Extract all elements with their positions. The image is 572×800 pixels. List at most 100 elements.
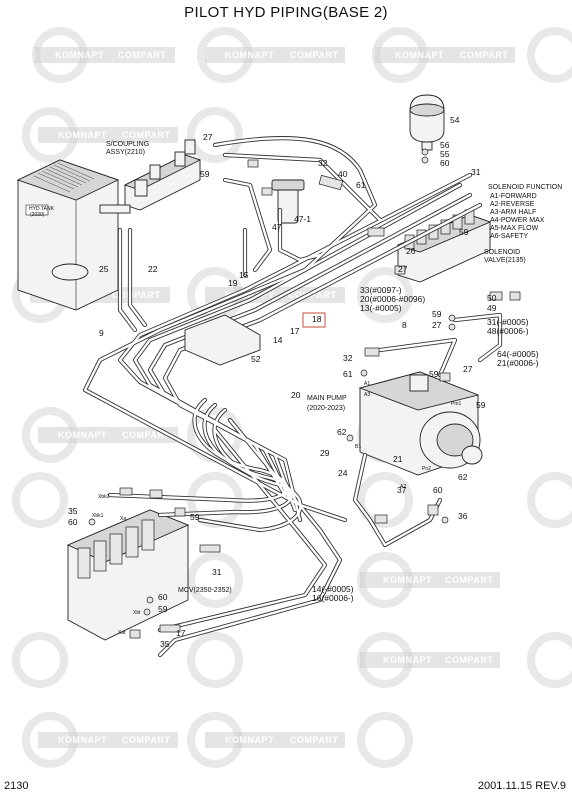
part-number: 59 xyxy=(432,309,442,319)
part-number: 49 xyxy=(487,303,497,313)
svg-text:KOMNAPT: KOMNAPT xyxy=(58,130,107,140)
svg-text:(2030): (2030) xyxy=(30,212,45,218)
ref-label: 33(#0097-) xyxy=(360,285,402,295)
part-number: 59 xyxy=(459,227,469,237)
callout-18 xyxy=(302,312,326,328)
part-number: 25 xyxy=(99,264,109,274)
mcv-label: MCV(2350-2352) xyxy=(178,587,232,594)
part-number: 22 xyxy=(148,264,158,274)
part-number: 56 xyxy=(440,140,450,150)
part-number: 62 xyxy=(458,472,468,482)
accumulator xyxy=(409,94,445,151)
hyd-tank: HYD.TANK (2030) xyxy=(16,159,120,311)
ref-label: 31(-#0005) xyxy=(487,317,529,327)
svg-text:KOMNAPT: KOMNAPT xyxy=(383,655,432,665)
part-number: 60 xyxy=(158,592,168,602)
svg-text:KOMNAPT: KOMNAPT xyxy=(58,735,107,745)
pump-port-label: A1 xyxy=(364,381,370,387)
solenoid-valve-label: VALVE(2135) xyxy=(484,257,526,264)
mcv-port-label: Xbk2 xyxy=(98,494,110,500)
part-number-labels: 54 56 55 60 27 59 32 40 61 47 47-1 31 59… xyxy=(68,115,497,649)
svg-text:KOMNAPT: KOMNAPT xyxy=(55,50,104,60)
s-coupling-label: S/COUPLING xyxy=(106,141,149,148)
solenoid-function-item: A1-FORWARD xyxy=(490,193,537,200)
part-number: 59 xyxy=(476,400,486,410)
ref-label: 48(#0006-) xyxy=(487,326,529,336)
part-number: 20 xyxy=(291,390,301,400)
solenoid-function-item: A4-POWER MAX xyxy=(490,217,545,224)
svg-text:KOMNAPT: KOMNAPT xyxy=(383,575,432,585)
date-revision: 2001.11.15 REV.9 xyxy=(477,780,566,792)
part-number: 8 xyxy=(402,320,407,330)
part-number: 31 xyxy=(212,567,222,577)
solenoid-function-title: SOLENOID FUNCTION xyxy=(488,184,562,191)
part-number: 26 xyxy=(406,246,416,256)
svg-text:COMPART: COMPART xyxy=(460,50,508,60)
part-number: 47-1 xyxy=(294,214,311,224)
svg-text:COMPART: COMPART xyxy=(122,735,170,745)
part-number: 60 xyxy=(440,158,450,168)
ref-label: 64(-#0005) xyxy=(497,349,539,359)
svg-text:KOMNAPT: KOMNAPT xyxy=(395,50,444,60)
part-number: 17 xyxy=(176,628,186,638)
part-number: 37 xyxy=(397,485,407,495)
part-number: 29 xyxy=(320,448,330,458)
ref-label: 16(#0006-) xyxy=(312,593,354,603)
part-number: 52 xyxy=(251,354,261,364)
svg-text:KOMNAPT: KOMNAPT xyxy=(225,735,274,745)
ref-label: 13(-#0005) xyxy=(360,303,402,313)
part-number: 61 xyxy=(356,180,366,190)
part-number: 59 xyxy=(158,604,168,614)
part-number: 15 xyxy=(239,270,249,280)
part-number: 19 xyxy=(228,278,238,288)
part-number: 24 xyxy=(338,468,348,478)
page-number: 2130 xyxy=(4,780,29,792)
part-number: 27 xyxy=(463,364,473,374)
pump-port-label: Pn2 xyxy=(422,466,431,472)
part-number: 14 xyxy=(273,335,283,345)
part-number: 35 xyxy=(160,639,170,649)
part-number: 59 xyxy=(429,369,439,379)
part-number: 21 xyxy=(393,454,403,464)
part-number: 40 xyxy=(338,169,348,179)
part-number: 61 xyxy=(343,369,353,379)
mcv-port-label: Xbt xyxy=(133,610,141,616)
mcv-port-label: Xa xyxy=(120,516,126,522)
svg-text:COMPART: COMPART xyxy=(122,430,170,440)
part-number: 59 xyxy=(190,512,200,522)
ref-label: 14(-#0005) xyxy=(312,584,354,594)
main-pump-label: (2020-2023) xyxy=(307,405,345,412)
part-number: 27 xyxy=(203,132,213,142)
pipe-bundle xyxy=(82,136,503,658)
part-number: 59 xyxy=(200,169,210,179)
solenoid-function-item: A5-MAX FLOW xyxy=(490,225,539,232)
svg-text:COMPART: COMPART xyxy=(118,50,166,60)
svg-text:COMPART: COMPART xyxy=(445,575,493,585)
ref-label: 21(#0006-) xyxy=(497,358,539,368)
part-number: 18 xyxy=(312,314,322,324)
solenoid-function-item: A2-REVERSE xyxy=(490,201,535,208)
solenoid-function-item: A6-SAFETY xyxy=(490,233,528,240)
main-pump-label: MAIN PUMP xyxy=(307,395,347,402)
part-number: 36 xyxy=(458,511,468,521)
solenoid-function-item: A3-ARM HALF xyxy=(490,209,536,216)
pump-port-label: A2 xyxy=(400,484,406,490)
svg-text:HYD.TANK: HYD.TANK xyxy=(29,206,55,212)
svg-text:KOMNAPT: KOMNAPT xyxy=(225,50,274,60)
pump-port-label: B1 xyxy=(355,444,361,450)
pump-port-label: A3 xyxy=(364,392,370,398)
svg-text:COMPART: COMPART xyxy=(445,655,493,665)
part-number: 32 xyxy=(318,158,328,168)
svg-text:COMPART: COMPART xyxy=(122,130,170,140)
pilot-filter xyxy=(271,179,305,224)
part-number: 62 xyxy=(337,427,347,437)
svg-text:COMPART: COMPART xyxy=(290,50,338,60)
page-title: PILOT HYD PIPING(BASE 2) xyxy=(184,4,388,21)
part-number: 27 xyxy=(398,264,408,274)
part-number: 50 xyxy=(487,293,497,303)
part-number: 47 xyxy=(272,222,282,232)
fittings xyxy=(88,148,521,639)
part-number: 55 xyxy=(440,149,450,159)
svg-text:KOMNAPT: KOMNAPT xyxy=(58,430,107,440)
part-number: 60 xyxy=(433,485,443,495)
